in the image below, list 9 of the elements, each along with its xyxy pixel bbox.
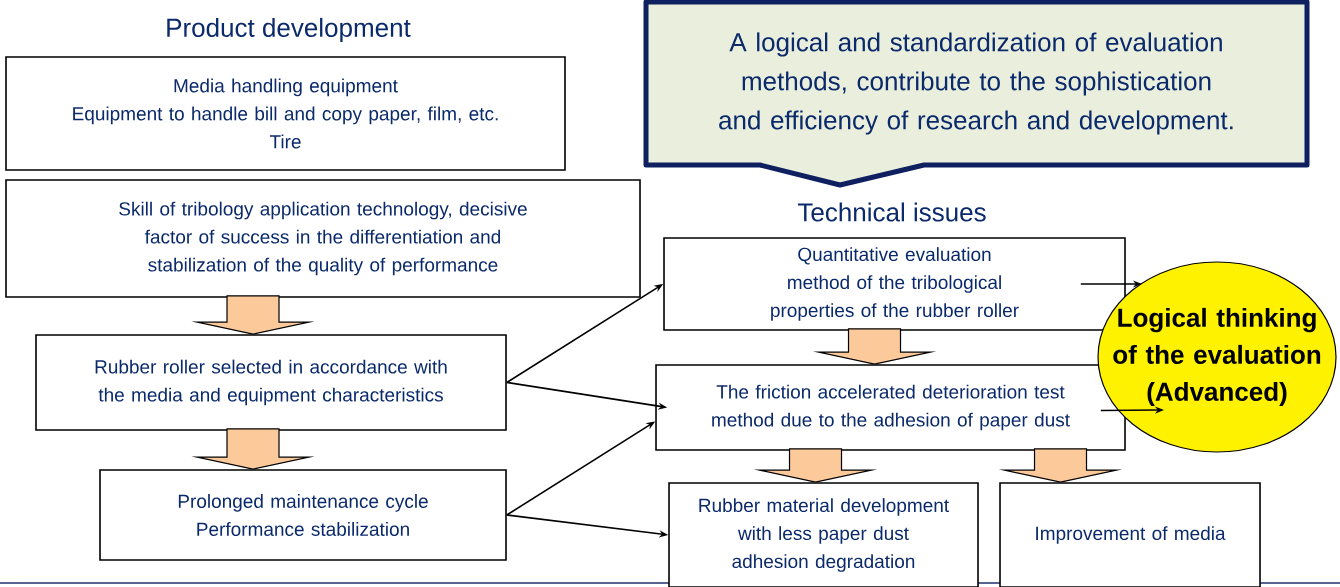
process-box: The friction accelerated deterioration test method due to the adhesion of paper dust <box>655 364 1126 451</box>
process-box: Media handling equipment Equipment to handle bill and copy paper, film, etc. Tire <box>5 56 566 171</box>
process-box: Prolonged maintenance cycle Performance stabilization <box>99 469 507 561</box>
process-box: Improvement of media <box>999 482 1261 587</box>
process-box: Rubber material development with less paper dust adhesion degradation <box>668 482 979 587</box>
process-box: Rubber roller selected in accordance with the media and equipment characteristics <box>35 334 507 431</box>
callout-box: A logical and standardization of evaluation methods, contribute to the sophistication and efficiency of research and development. <box>643 0 1310 188</box>
section-heading: Technical issues <box>797 202 986 222</box>
process-box: Skill of tribology application technology, decisive factor of success in the differentiation and stabilization of the quality of performance <box>5 179 641 298</box>
